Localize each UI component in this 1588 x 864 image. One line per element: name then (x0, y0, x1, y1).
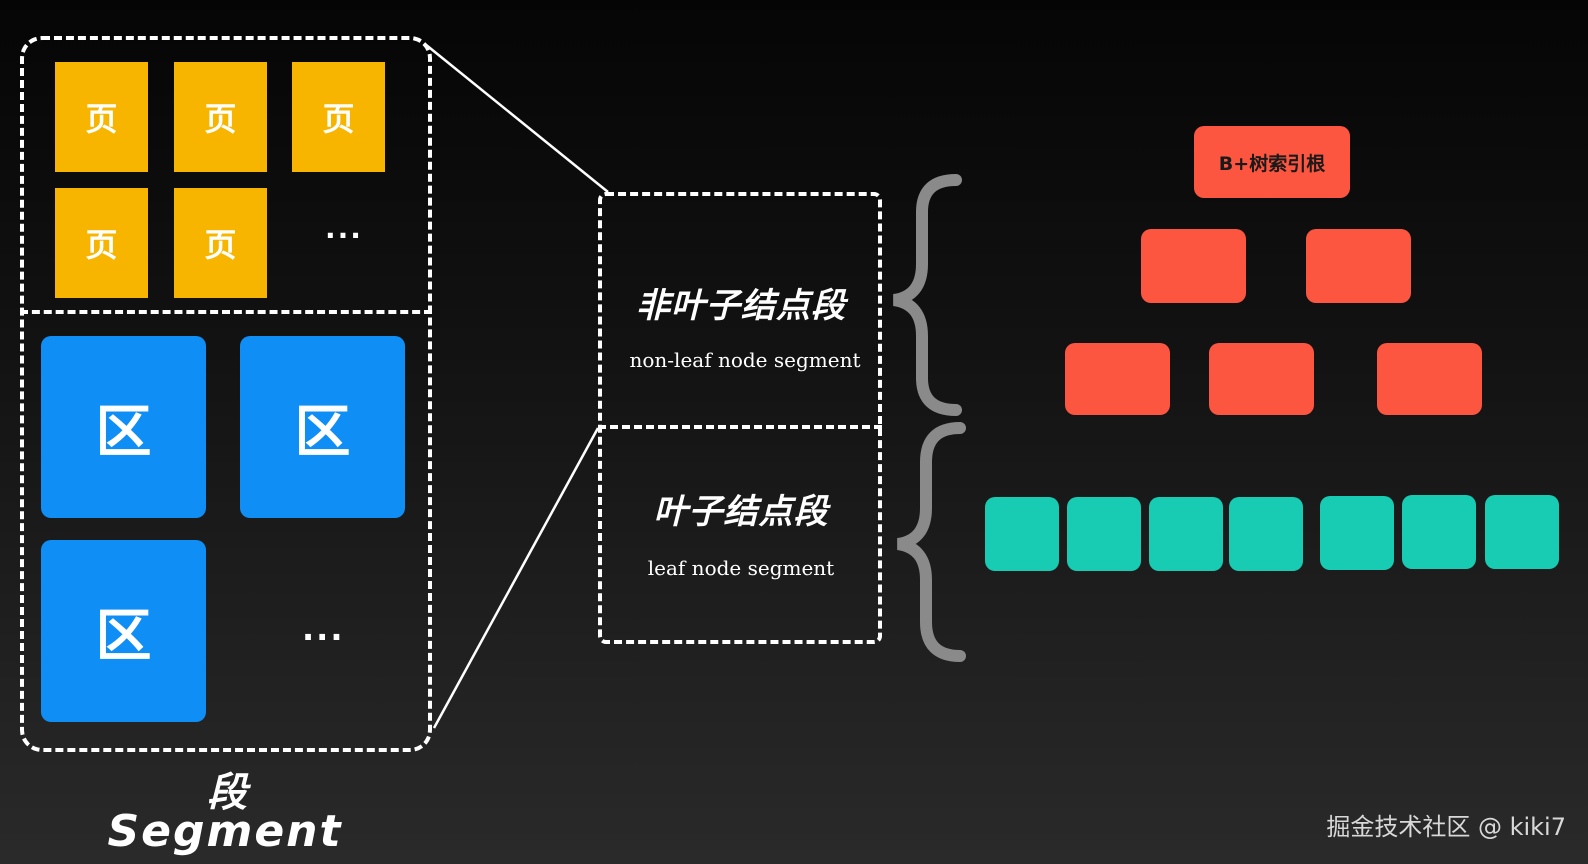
page-tile: 页 (55, 62, 148, 172)
zoom-line-top (424, 43, 609, 193)
node-segments-box (598, 192, 882, 644)
brace-non-leaf (892, 174, 962, 416)
tree-leaf-node (1402, 495, 1476, 569)
tree-leaf-node (1149, 497, 1223, 571)
node-segments-divider (598, 425, 882, 429)
extent-tile: 区 (240, 336, 405, 518)
tree-leaf-node (1067, 497, 1141, 571)
tree-root-node: B+树索引根 (1194, 126, 1350, 198)
page-tile: 页 (174, 188, 267, 298)
extent-tile: 区 (41, 336, 206, 518)
tree-leaf-node (1320, 496, 1394, 570)
zoom-line-bottom (432, 427, 600, 729)
tree-leaf-node (985, 497, 1059, 571)
tree-internal-node (1306, 229, 1411, 303)
tree-internal-node (1209, 343, 1314, 415)
tree-internal-node (1377, 343, 1482, 415)
segment-divider (20, 310, 432, 314)
segment-label-cn: 段 (207, 770, 247, 816)
watermark: 掘金技术社区 @ kiki7 (1326, 813, 1566, 841)
non-leaf-segment-title: 非叶子结点段 (636, 286, 846, 326)
page-tile: 页 (55, 188, 148, 298)
segment-box (20, 36, 432, 752)
extent-tile: 区 (41, 540, 206, 722)
segment-label-en: Segment (107, 806, 343, 857)
tree-leaf-node (1485, 495, 1559, 569)
page-tile: 页 (292, 62, 385, 172)
leaf-segment-subtitle: leaf node segment (647, 556, 835, 580)
tree-internal-node (1065, 343, 1170, 415)
tree-leaf-node (1229, 497, 1303, 571)
tree-internal-node (1141, 229, 1246, 303)
pages-ellipsis: ... (325, 212, 363, 245)
brace-leaf (896, 422, 966, 662)
non-leaf-segment-subtitle: non-leaf node segment (629, 348, 861, 372)
leaf-segment-title: 叶子结点段 (653, 492, 829, 532)
page-tile: 页 (174, 62, 267, 172)
extents-ellipsis: ... (302, 610, 345, 648)
